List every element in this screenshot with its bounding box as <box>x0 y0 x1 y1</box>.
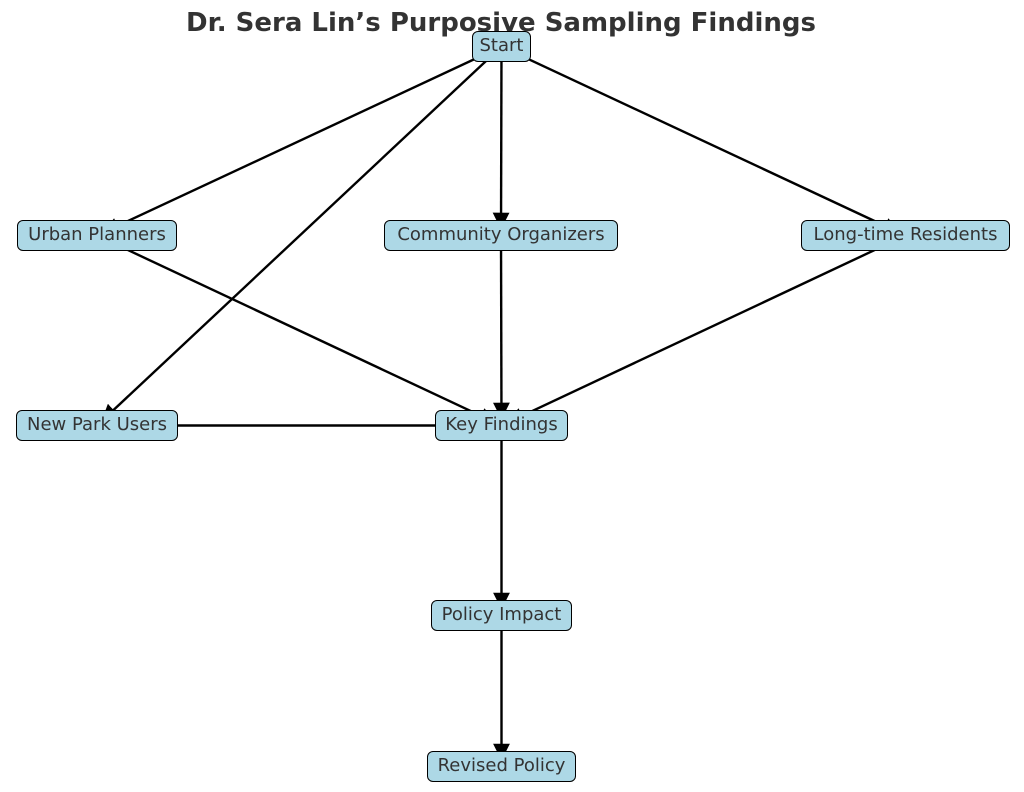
node-key-findings: Key Findings <box>435 410 568 441</box>
node-new-park-users: New Park Users <box>16 410 178 441</box>
node-community-organizers: Community Organizers <box>384 220 618 251</box>
node-policy-impact: Policy Impact <box>431 600 572 631</box>
node-long-time-residents: Long-time Residents <box>801 220 1010 251</box>
edge-start-to-new-park-users <box>100 45 503 423</box>
edge-start-to-urban-planners <box>101 45 503 235</box>
edge-long-time-residents-to-key-findings <box>506 234 907 425</box>
edge-urban-planners-to-key-findings <box>96 234 497 425</box>
edge-start-to-long-time-residents <box>500 45 901 235</box>
node-revised-policy: Revised Policy <box>427 751 576 782</box>
node-start: Start <box>472 31 531 62</box>
node-urban-planners: Urban Planners <box>17 220 177 251</box>
